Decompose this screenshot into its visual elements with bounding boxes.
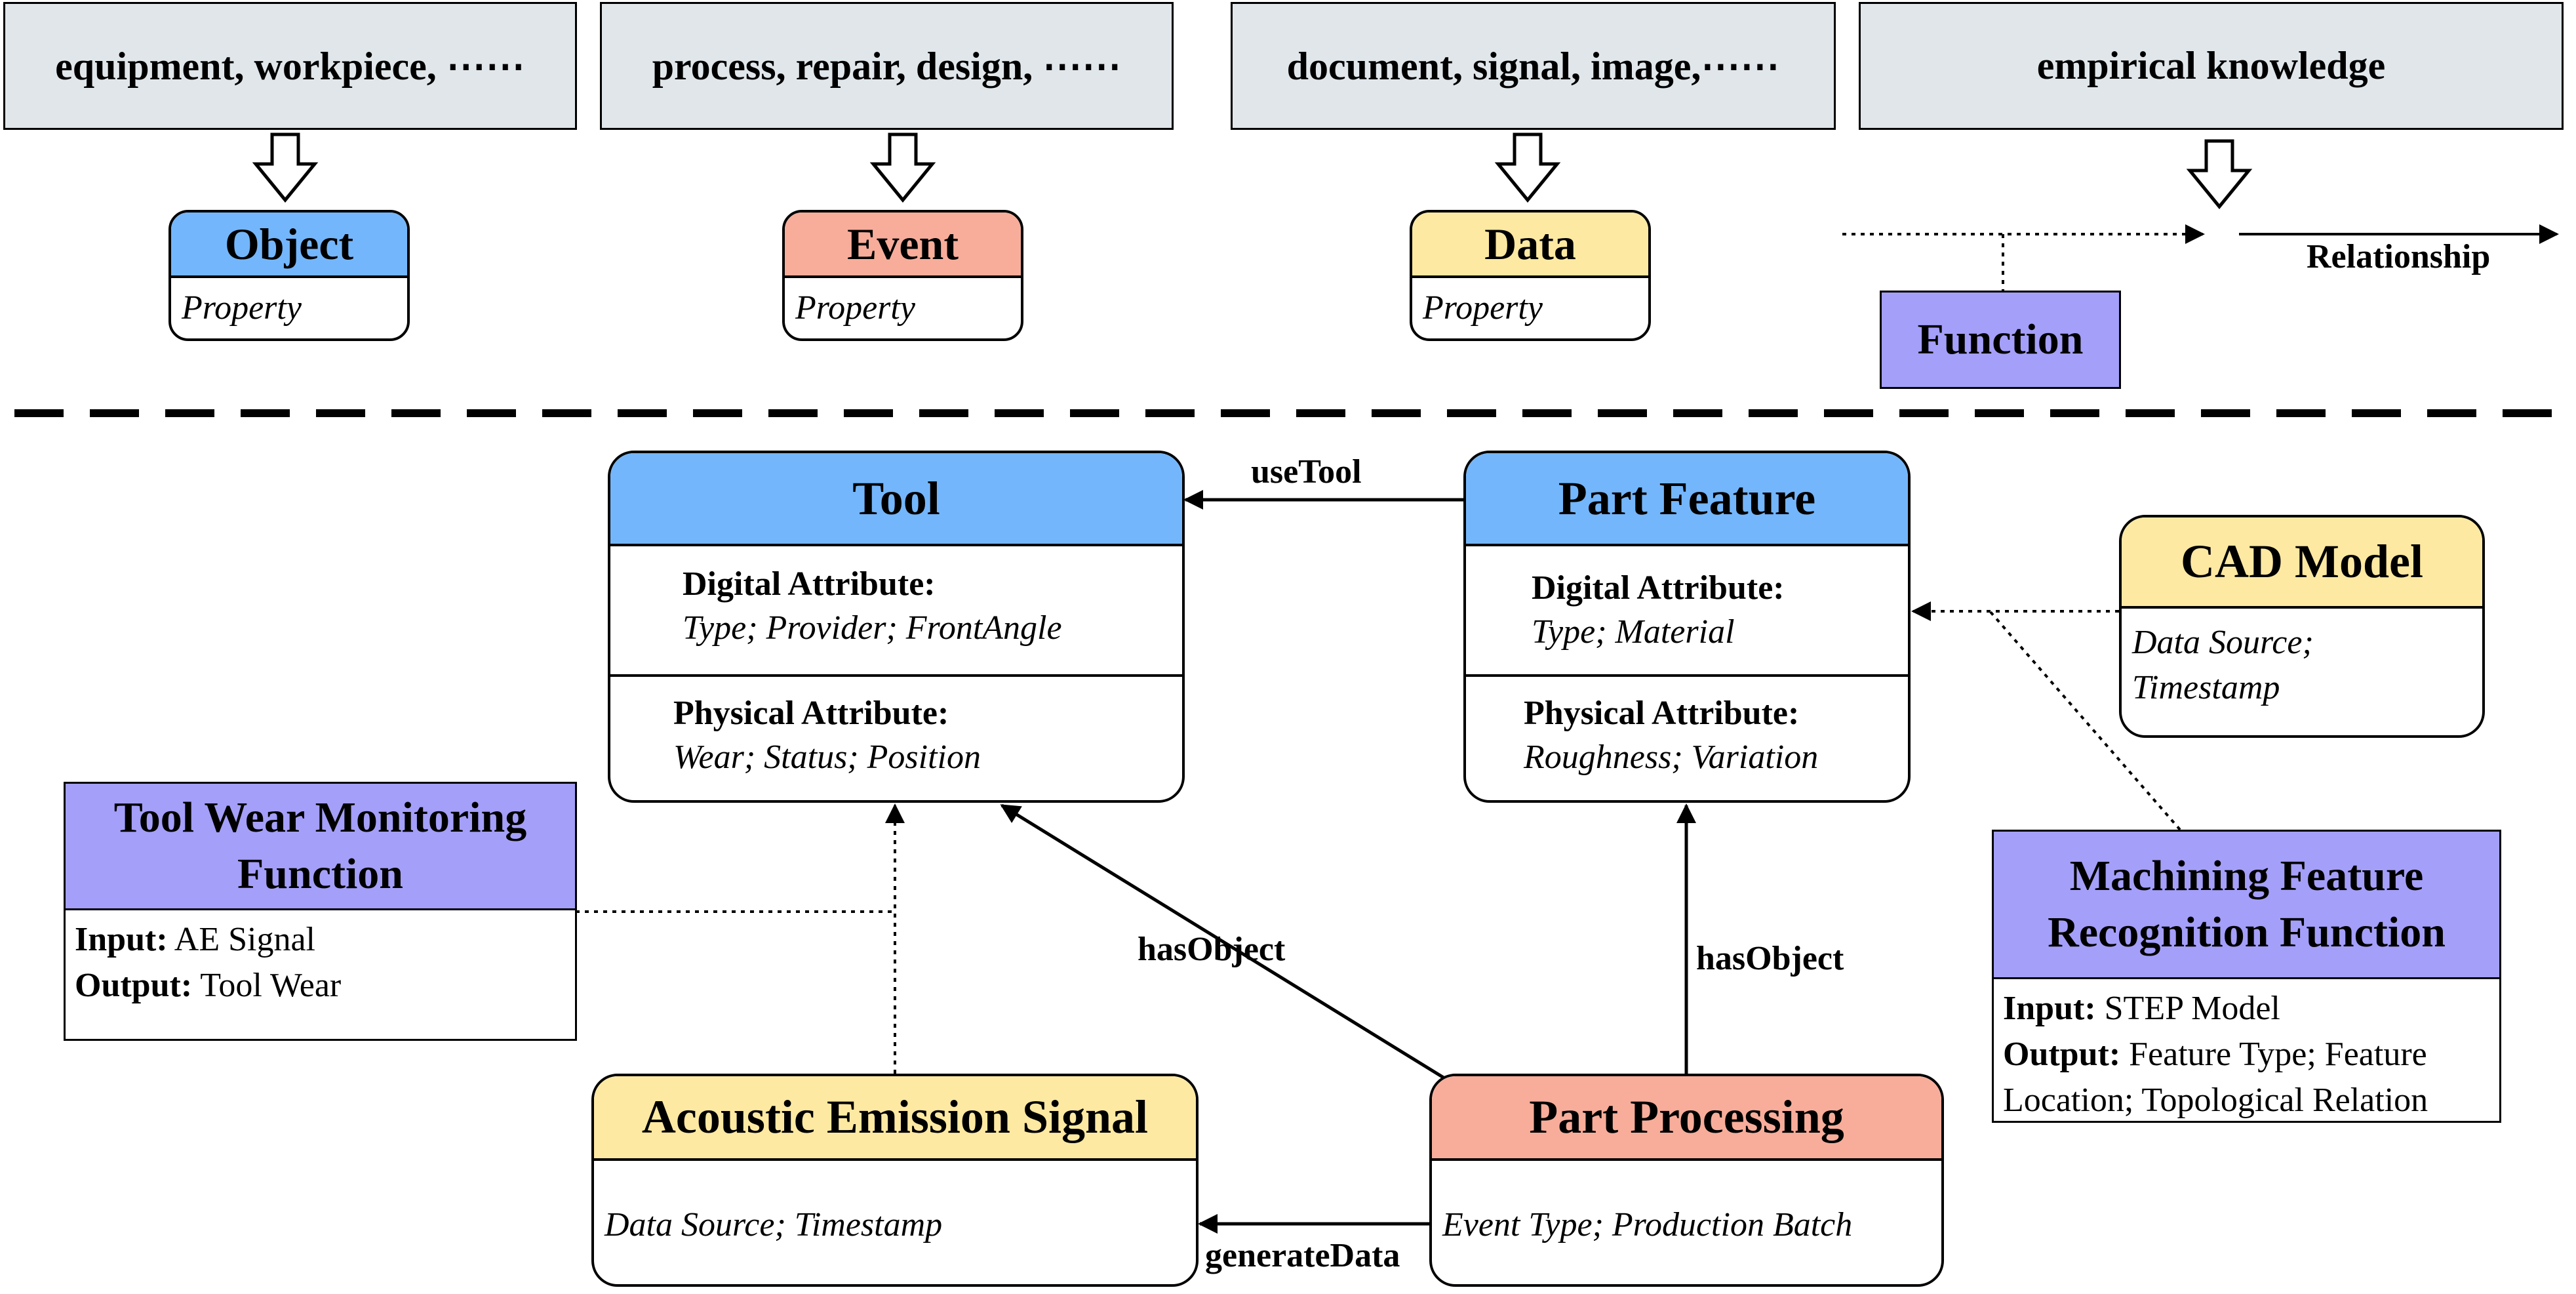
edge-label-generate-data: generateData	[1205, 1237, 1400, 1274]
tool-physical-label: Physical Attribute:	[673, 695, 949, 732]
tool-node: Tool Digital Attribute: Type; Provider; …	[608, 451, 1185, 803]
mfr-function-node: Machining Feature Recognition Function I…	[1992, 830, 2501, 1123]
legend-object-title: Object	[171, 212, 407, 278]
tool-wear-function-title-line1: Tool Wear Monitoring	[113, 794, 527, 842]
mfr-function-output: Output: Feature Type; Feature	[2003, 1036, 2427, 1074]
tool-physical-section: Physical Attribute: Wear; Status; Positi…	[610, 674, 1182, 777]
part-processing-node: Part Processing Event Type; Production B…	[1429, 1074, 1944, 1287]
tool-wear-function-output: Output: Tool Wear	[75, 967, 342, 1005]
mfr-function-title: Machining Feature Recognition Function	[1994, 832, 2499, 979]
part-feature-title: Part Feature	[1466, 453, 1908, 546]
tool-digital-section: Digital Attribute: Type; Provider; Front…	[610, 546, 1182, 674]
legend-data-node: Data Property	[1410, 210, 1651, 341]
edge-has-object-tool	[1000, 803, 1447, 1081]
legend-object-node: Object Property	[168, 210, 410, 341]
cad-model-property-line1: Data Source;	[2132, 624, 2314, 661]
part-feature-physical-values: Roughness; Variation	[1524, 738, 1819, 776]
ae-signal-property: Data Source; Timestamp	[604, 1206, 943, 1243]
legend-data-property: Property	[1423, 289, 1543, 327]
legend-event-title: Event	[785, 212, 1021, 278]
part-feature-digital-values: Type; Material	[1532, 613, 1735, 651]
tool-digital-values: Type; Provider; FrontAngle	[683, 609, 1062, 647]
banner-event-examples: process, repair, design, ⋯⋯	[600, 2, 1174, 130]
tool-wear-function-input: Input: AE Signal	[75, 921, 315, 958]
banner-object-examples: equipment, workpiece, ⋯⋯	[3, 2, 577, 130]
mfr-function-output-line2: Location; Topological Relation	[2003, 1082, 2428, 1120]
legend-data-title: Data	[1412, 212, 1648, 278]
part-feature-physical-section: Physical Attribute: Roughness; Variation	[1466, 674, 1908, 777]
cad-model-property: Data Source; Timestamp	[2122, 609, 2482, 707]
tool-wear-function-io: Input: AE Signal Output: Tool Wear	[66, 910, 575, 1015]
tool-physical-values: Wear; Status; Position	[673, 738, 981, 776]
banner-knowledge: empirical knowledge	[1859, 2, 2564, 130]
part-processing-title: Part Processing	[1432, 1076, 1941, 1161]
edge-label-use-tool: useTool	[1251, 453, 1362, 491]
edge-mfr-link	[1989, 610, 2181, 831]
mfr-function-title-line2: Recognition Function	[2048, 908, 2446, 956]
mfr-function-input: Input: STEP Model	[2003, 990, 2280, 1027]
ae-signal-title: Acoustic Emission Signal	[594, 1076, 1196, 1161]
mfr-function-title-line1: Machining Feature	[2069, 852, 2424, 900]
legend-event-node: Event Property	[782, 210, 1023, 341]
legend-relationship-label: Relationship	[2307, 238, 2491, 275]
legend-event-property: Property	[795, 289, 915, 327]
down-arrow-icon	[252, 132, 319, 203]
legend-function-node: Function	[1880, 291, 2121, 389]
tool-wear-function-title-line2: Function	[237, 850, 404, 898]
edge-label-has-object-part-feature: hasObject	[1696, 940, 1844, 977]
down-arrow-icon	[869, 132, 936, 203]
down-arrow-icon	[1494, 132, 1561, 203]
part-feature-physical-label: Physical Attribute:	[1524, 695, 1800, 732]
part-feature-node: Part Feature Digital Attribute: Type; Ma…	[1463, 451, 1911, 803]
cad-model-property-line2: Timestamp	[2132, 669, 2280, 706]
edge-label-has-object-tool: hasObject	[1138, 931, 1286, 968]
cad-model-title: CAD Model	[2122, 517, 2482, 609]
part-feature-digital-section: Digital Attribute: Type; Material	[1466, 546, 1908, 674]
cad-model-node: CAD Model Data Source; Timestamp	[2119, 515, 2485, 738]
part-processing-property: Event Type; Production Batch	[1442, 1206, 1853, 1243]
ae-signal-node: Acoustic Emission Signal Data Source; Ti…	[591, 1074, 1199, 1287]
tool-title: Tool	[610, 453, 1182, 546]
tool-wear-function-title: Tool Wear Monitoring Function	[66, 784, 575, 910]
tool-wear-function-node: Tool Wear Monitoring Function Input: AE …	[64, 782, 577, 1041]
legend-object-property: Property	[182, 289, 302, 327]
mfr-function-io: Input: STEP Model Output: Feature Type; …	[1994, 979, 2499, 1131]
banner-data-examples: document, signal, image,⋯⋯	[1231, 2, 1836, 130]
down-arrow-icon	[2186, 139, 2253, 209]
tool-digital-label: Digital Attribute:	[683, 565, 936, 603]
part-feature-digital-label: Digital Attribute:	[1532, 569, 1785, 607]
